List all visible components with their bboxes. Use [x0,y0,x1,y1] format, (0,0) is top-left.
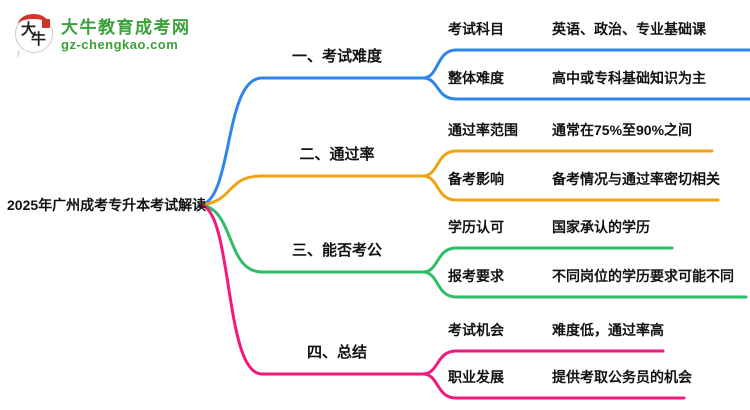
logo-char-top: 大 [21,21,37,38]
branch-2-child-2-line [421,174,720,202]
branch-4-line [199,203,425,376]
branch-3-child-1-value: 国家承认的学历 [552,219,650,235]
branch-2-child-1-value: 通常在75%至90%之间 [552,122,693,138]
logo-speech-tail [18,49,28,58]
branch-1-child-1-line [421,48,750,80]
branch-1-label: 一、考试难度 [291,48,382,65]
branch-3-child-2-label: 报考要求 [448,268,504,284]
branch-1-child-1-label: 考试科目 [448,21,504,37]
branch-1-child-1-value: 英语、政治、专业基础课 [552,21,706,37]
branch-3-label: 三、能否考公 [291,242,382,259]
branch-3-child-1-line [421,246,674,274]
branch-4-child-2-label: 职业发展 [448,369,504,385]
branch-4-child-1-value: 难度低，通过率高 [552,322,664,338]
branch-4-child-1-label: 考试机会 [448,322,504,338]
site-name: 大牛教育成考网 [61,18,191,37]
branch-3-child-2-value: 不同岗位的学历要求可能不同 [552,268,734,284]
root-topic: 2025年广州成考专升本考试解读 [7,197,207,213]
branch-2-child-2-value: 备考情况与通过率密切相关 [552,171,720,187]
branch-4-label: 四、总结 [306,344,367,361]
branch-1-child-2-label: 整体难度 [448,70,504,86]
logo-seal-icon [42,19,50,28]
branch-1-child-2-value: 高中或专科基础知识为主 [552,70,706,86]
branch-2-child-2-label: 备考影响 [448,171,504,187]
branch-3-line [199,203,425,274]
branch-1-line [199,76,425,207]
branch-4-child-2-line [421,372,686,400]
branch-2-child-1-label: 通过率范围 [448,122,518,138]
branch-2-child-1-line [421,149,714,178]
branch-3-child-1-label: 学历认可 [448,219,504,235]
logo-bull-icon: 大 牛 [15,14,53,58]
site-url: gz-chengkao.com [61,37,179,52]
site-logo: 大 牛 大牛教育成考网 gz-chengkao.com [15,14,191,58]
logo-red-arc-icon [18,14,49,35]
branch-2-line [199,174,425,207]
branch-4-child-2-value: 提供考取公务员的机会 [552,369,692,385]
logo-text: 大牛教育成考网 gz-chengkao.com [61,15,191,53]
logo-char-bottom: 牛 [31,31,47,48]
branch-1-child-2-line [421,76,750,101]
branch-3-child-2-line [421,270,748,299]
branch-2-label: 二、通过率 [299,146,375,163]
